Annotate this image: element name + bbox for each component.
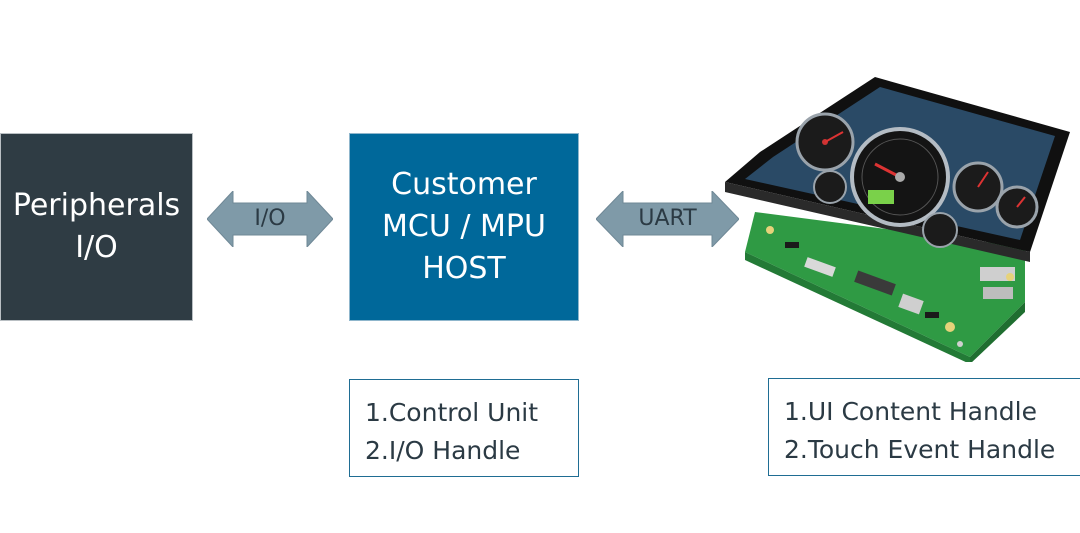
display-note-line1: 1.UI Content Handle xyxy=(784,397,1038,426)
host-description-box: 1.Control Unit 2.I/O Handle xyxy=(349,379,579,477)
io-arrow-label: I/O xyxy=(254,206,286,231)
uart-arrow-label: UART xyxy=(638,206,697,231)
peripherals-line1: Peripherals xyxy=(12,188,181,223)
display-note-line2: 2.Touch Event Handle xyxy=(784,435,1056,464)
host-note-line1: 1.Control Unit xyxy=(365,398,539,427)
pcb-board xyxy=(745,212,1025,362)
display-description-box: 1.UI Content Handle 2.Touch Event Handle xyxy=(768,378,1080,476)
io-double-arrow xyxy=(207,191,333,247)
uart-double-arrow xyxy=(596,191,739,247)
host-line2: MCU / MPU xyxy=(382,209,546,244)
peripherals-line2: I/O xyxy=(75,230,118,265)
lcd-display xyxy=(725,77,1070,262)
display-module-image xyxy=(725,77,1070,362)
peripherals-box: Peripherals I/O xyxy=(0,133,193,321)
host-box: Customer MCU / MPU HOST xyxy=(349,133,579,321)
host-line3: HOST xyxy=(422,251,506,286)
host-line1: Customer xyxy=(391,167,537,202)
host-note-line2: 2.I/O Handle xyxy=(365,436,521,465)
